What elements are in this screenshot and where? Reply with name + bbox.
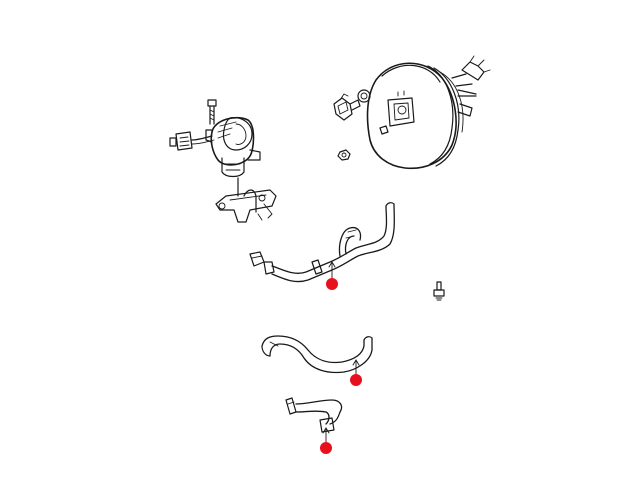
pump-bolt[interactable] xyxy=(207,99,217,125)
vacuum-hose-middle[interactable] xyxy=(261,335,373,379)
vacuum-hose-lower[interactable] xyxy=(285,397,343,447)
callout-marker-upper-hose[interactable] xyxy=(326,278,338,290)
brake-booster[interactable] xyxy=(357,55,491,170)
vacuum-hose-upper[interactable] xyxy=(249,202,395,283)
callout-marker-middle-hose[interactable] xyxy=(350,374,362,386)
booster-nut[interactable] xyxy=(337,149,351,161)
callout-marker-lower-hose[interactable] xyxy=(320,442,332,454)
stud-fastener[interactable] xyxy=(433,281,445,301)
pump-connector[interactable] xyxy=(169,131,215,151)
vacuum-sensor[interactable] xyxy=(333,93,361,121)
pump-bracket[interactable] xyxy=(215,177,277,223)
